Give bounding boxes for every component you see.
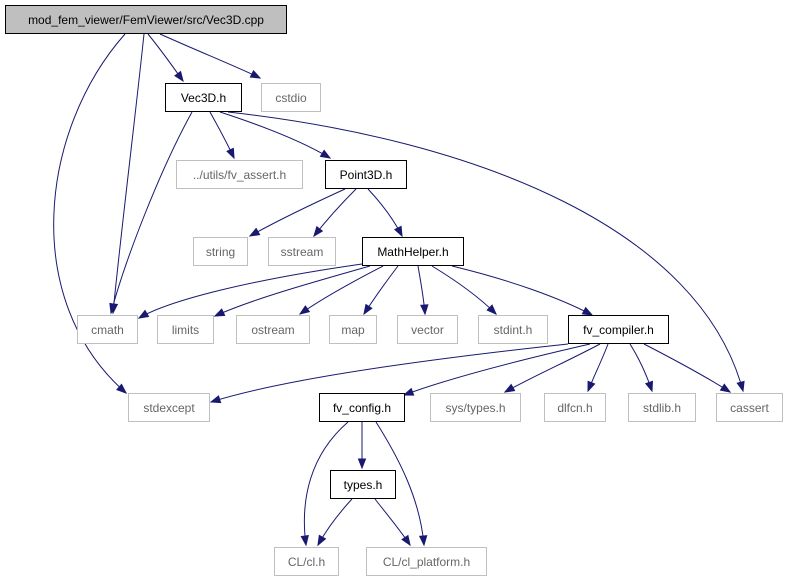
arrowhead-mathhelper-to-ostream <box>298 305 311 315</box>
node-vec3d-cpp: mod_fem_viewer/FemViewer/src/Vec3D.cpp <box>5 5 287 34</box>
arrowhead-mathhelper-to-fv-compiler <box>581 306 594 316</box>
node-ostream: ostream <box>236 315 310 344</box>
node-cl-platform-h: CL/cl_platform.h <box>366 547 487 576</box>
arrowhead-point3d-to-sstream <box>313 225 324 238</box>
edge-compiler-to-stdexcept <box>210 343 569 403</box>
edge-root-to-stdexcept <box>53 33 127 394</box>
node-cstdio: cstdio <box>261 83 321 112</box>
edge-compiler-to-sys-types <box>504 343 601 393</box>
node-stdexcept: stdexcept <box>128 393 210 422</box>
arrowhead-mathhelper-to-stdint <box>486 304 497 315</box>
edge-root-to-cmath <box>112 33 145 314</box>
arrowhead-mathhelper-to-map <box>363 303 373 316</box>
arrowhead-mathhelper-to-cmath <box>137 309 150 319</box>
node-fv-assert-h: ../utils/fv_assert.h <box>176 160 303 189</box>
edge-mathhelper-to-limits <box>214 265 371 317</box>
arrowhead-fv-config-to-cl <box>300 535 309 547</box>
edge-mathhelper-to-cmath <box>138 263 363 319</box>
node-cassert: cassert <box>716 393 783 422</box>
arrowhead-point3d-to-string <box>248 227 261 237</box>
node-fv-compiler-h[interactable]: fv_compiler.h <box>568 315 669 344</box>
edge-compiler-to-fv-config <box>403 343 591 396</box>
edge-mathhelper-to-ostream <box>299 265 384 315</box>
node-dlfcn-h: dlfcn.h <box>544 393 606 422</box>
arrowhead-compiler-to-dlfcn <box>587 380 596 393</box>
node-cmath: cmath <box>77 315 138 344</box>
node-limits: limits <box>157 315 214 344</box>
edge-mathhelper-to-stdint <box>431 265 497 315</box>
node-sys-types-h: sys/types.h <box>430 393 521 422</box>
node-stdint-h: stdint.h <box>478 315 548 344</box>
arrowhead-mathhelper-to-limits <box>213 308 226 317</box>
arrowhead-compiler-to-stdexcept <box>209 395 222 404</box>
edge-fv-config-to-cl-platform <box>375 421 425 546</box>
node-sstream: sstream <box>268 237 336 266</box>
node-fv-config-h[interactable]: fv_config.h <box>319 393 405 422</box>
edge-vec3d-to-cassert <box>227 111 744 392</box>
arrowhead-fv-config-to-cl-platform <box>418 535 428 547</box>
edge-mathhelper-to-fv-compiler <box>451 265 593 316</box>
arrowhead-root-to-stdexcept <box>116 383 128 394</box>
node-point3d-h[interactable]: Point3D.h <box>325 160 407 189</box>
edge-vec3d-to-point3d <box>219 111 331 159</box>
node-map: map <box>329 315 377 344</box>
edge-compiler-to-cassert <box>643 343 731 393</box>
arrowhead-types-to-cl-platform <box>401 534 411 547</box>
node-mathhelper-h[interactable]: MathHelper.h <box>362 237 464 266</box>
node-vector: vector <box>397 315 458 344</box>
edge-root-to-cstdio <box>159 33 261 79</box>
node-stdlib-h: stdlib.h <box>628 393 696 422</box>
arrowhead-compiler-to-stdlib <box>644 380 654 393</box>
edge-vec3d-to-cmath <box>110 111 193 314</box>
arrowhead-point3d-to-mathhelper <box>393 225 403 238</box>
node-types-h[interactable]: types.h <box>330 470 396 499</box>
node-vec3d-h[interactable]: Vec3D.h <box>165 83 242 112</box>
edge-point3d-to-string <box>249 188 346 237</box>
arrowhead-compiler-to-cassert <box>719 383 732 393</box>
arrowhead-vec3d-to-point3d <box>319 149 332 159</box>
arrowhead-mathhelper-to-vector <box>420 304 429 316</box>
arrowhead-vec3d-to-fv-assert <box>226 147 235 160</box>
node-cl-h: CL/cl.h <box>274 547 339 576</box>
arrowhead-vec3d-to-cassert <box>736 380 745 393</box>
arrowhead-vec3d-to-cmath <box>109 302 118 315</box>
arrowhead-types-to-cl <box>317 534 327 547</box>
arrowhead-fv-config-to-types <box>357 458 367 470</box>
arrowhead-compiler-to-fv-config <box>402 387 415 396</box>
arrowhead-root-to-vec3d <box>174 70 184 83</box>
edge-fv-config-to-cl <box>303 421 349 546</box>
arrowhead-compiler-to-sys-types <box>503 383 516 393</box>
node-string: string <box>193 237 248 266</box>
arrowhead-root-to-cstdio <box>249 69 262 79</box>
